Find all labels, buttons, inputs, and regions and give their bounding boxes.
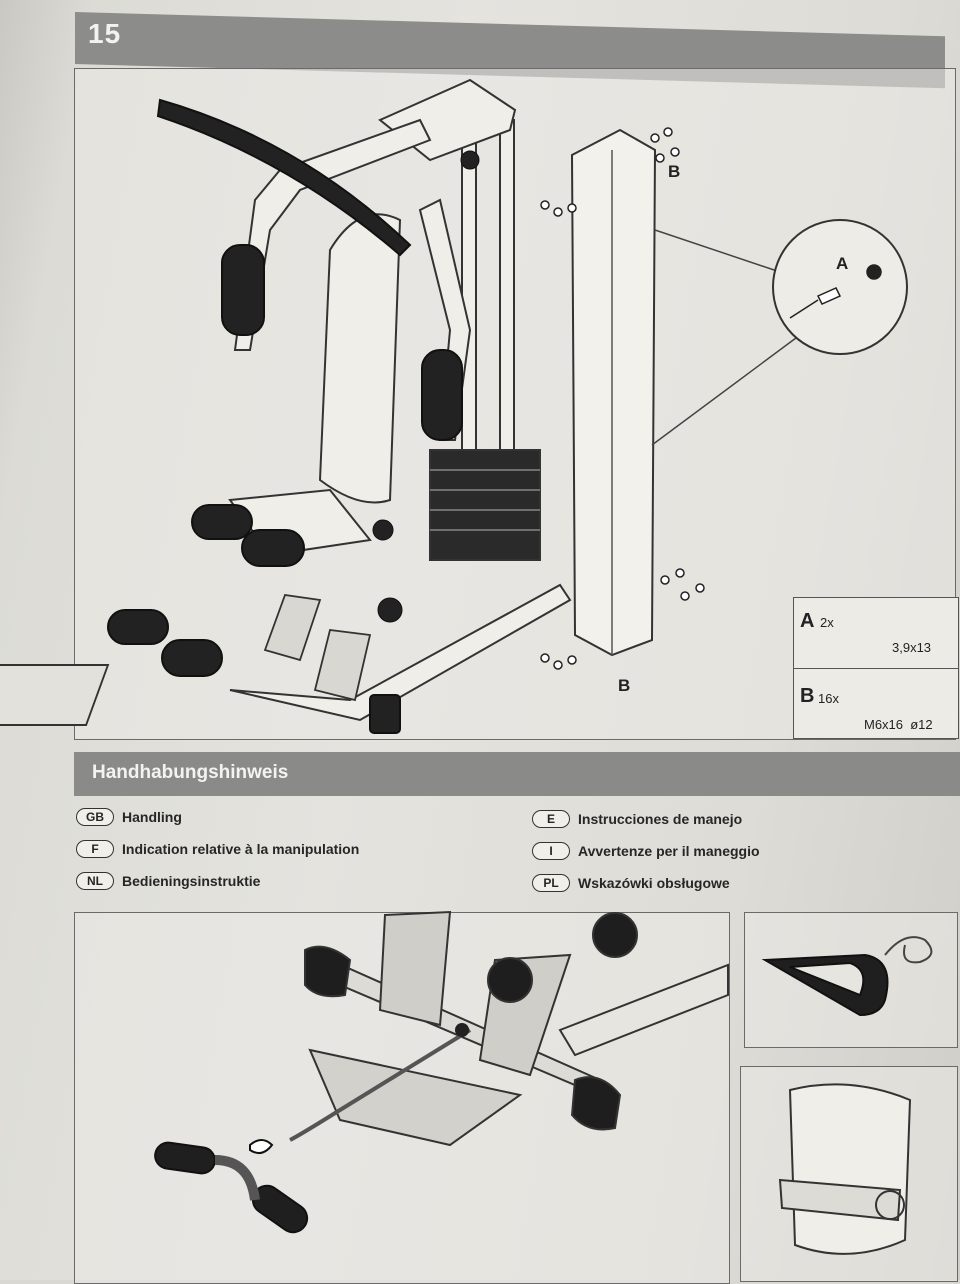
language-item-pl: PL Wskazówki obsługowe [532,874,730,892]
leg-pad [107,609,169,645]
cable-stopper [455,1023,469,1037]
foot-pedal [378,910,452,1027]
callout-a: A [836,254,849,273]
callout-b-bottom: B [618,676,631,695]
part-dimensions: M6x16 ø12 [864,717,933,732]
pec-arm [233,118,432,351]
callout-b-top: B [668,162,681,181]
base-tube [558,963,729,1057]
leg-pad [241,529,305,567]
foot-pedal [263,594,322,662]
ankle-strap [788,1083,912,1255]
language-item-f: F Indication relative à la manipulation [76,840,359,858]
arm-pad [221,244,265,336]
end-cap [369,694,401,734]
part-label: A [800,610,815,632]
lat-bar [156,98,412,257]
carabiner-icon [249,1139,274,1155]
leg-pad [191,504,253,540]
leg-pad [161,639,223,677]
base-frame [229,583,572,722]
detail-circle [772,219,908,355]
weight-stack [429,449,541,561]
step-number: 15 [88,18,122,49]
part-label: B [800,685,815,707]
pulley [377,597,403,623]
language-item-gb: GB Handling [76,808,182,826]
language-code-badge: E [532,810,570,828]
language-code-badge: NL [76,872,114,890]
language-text: Bedieningsinstruktie [122,873,261,889]
foot-plate [0,664,110,726]
part-quantity: 2x [820,615,834,630]
end-cap [570,1076,622,1131]
foot-plate [308,1048,523,1147]
foot-pedal [313,629,372,702]
language-code-badge: F [76,840,114,858]
language-code-badge: GB [76,808,114,826]
language-code-badge: PL [532,874,570,892]
nut-icon [866,264,882,280]
language-item-nl: NL Bedieningsinstruktie [76,872,260,890]
pulley [592,912,638,958]
part-quantity: 16x [818,691,839,706]
section-title: Handhabungshinweis [92,762,289,783]
language-text: Handling [122,809,182,825]
language-text: Indication relative à la manipulation [122,841,360,857]
pulley [372,519,394,541]
language-text: Wskazówki obsługowe [578,875,730,891]
cable [289,1028,472,1142]
arm-pad [421,349,463,441]
carabiner-icon [884,936,933,964]
parts-row-a: A 2x 3,9x13 [794,598,958,667]
language-code-badge: I [532,842,570,860]
pulley [487,957,533,1003]
language-text: Avvertenze per il maneggio [578,843,760,859]
handle-grip [154,1141,216,1175]
parts-table: A 2x 3,9x13 B 16x M6x16 ø12 [793,597,959,739]
parts-row-b: B 16x M6x16 ø12 [794,668,958,738]
language-item-i: I Avvertenze per il maneggio [532,842,760,860]
cover-panel [570,128,657,657]
language-item-e: E Instrucciones de manejo [532,810,742,828]
section-header-bar [74,752,960,796]
end-cap [304,945,352,998]
screw-icon [816,287,842,305]
pulley [460,150,480,170]
part-dimensions: 3,9x13 [892,640,932,655]
backrest [318,213,402,504]
language-text: Instrucciones de manejo [578,811,743,827]
